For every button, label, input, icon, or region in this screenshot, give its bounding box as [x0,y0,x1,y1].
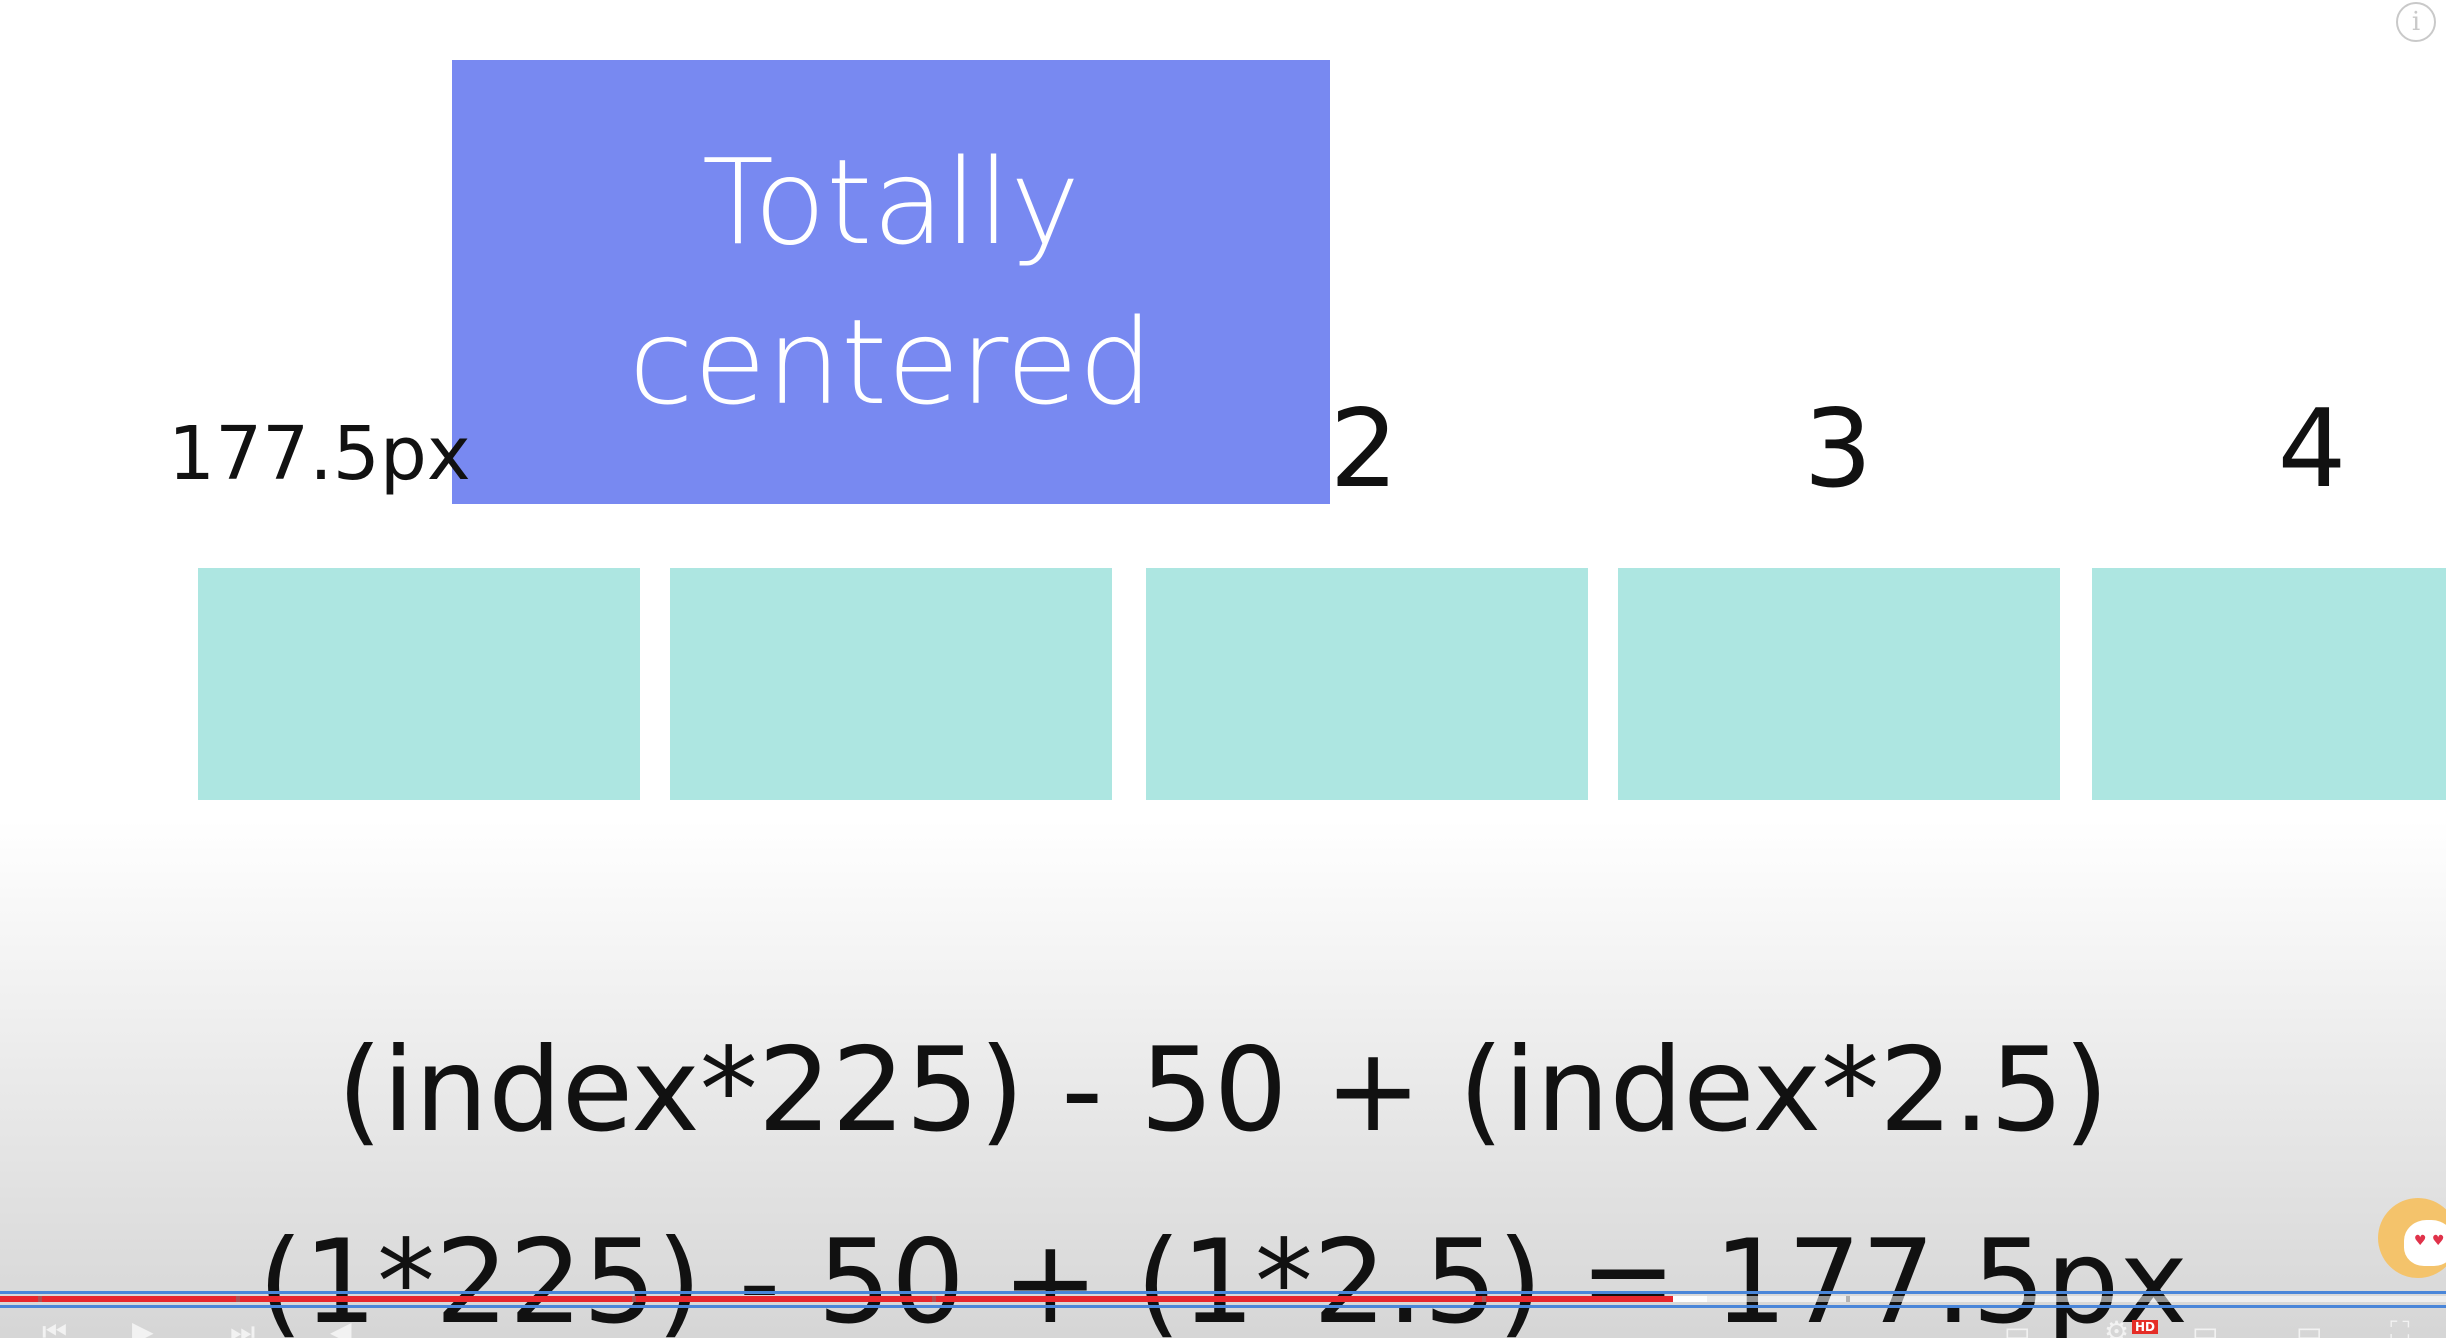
chapter-marker [1482,1296,1486,1302]
grid-cell [1146,568,1588,800]
hero-line-2: centered [628,293,1154,431]
cat-face-icon: ♥ ♥ [2404,1220,2446,1266]
grid-cell [2092,568,2446,800]
chapter-marker [632,1296,636,1302]
next-icon[interactable]: ⏭ [230,1315,256,1338]
bottom-gradient [0,820,2446,1338]
player-controls: ⏮ ▶ ⏭ ◀ ▭ ⚙ ▭ ▭ ⛶ [0,1312,2446,1338]
progress-bar[interactable] [0,1296,2446,1302]
fullscreen-icon[interactable]: ⛶ [2390,1315,2410,1338]
theater-icon[interactable]: ▭ [2296,1315,2323,1338]
grid-cell [198,568,640,800]
heart-eye-icon: ♥ [2432,1233,2445,1249]
offset-label: 177.5px [168,411,471,497]
formula-example: (1*225) - 50 + (1*2.5) = 177.5px [258,1215,2188,1338]
index-label-2: 2 [1329,387,1399,512]
volume-icon[interactable]: ◀ [330,1315,352,1338]
grid-cell [670,568,1112,800]
subtitles-icon[interactable]: ▭ [2004,1315,2031,1338]
chapter-marker [932,1296,936,1302]
totally-centered-box: Totally centered [452,60,1330,504]
index-label-3: 3 [1803,387,1873,512]
grid-cell [1618,568,2060,800]
progress-played [0,1296,1673,1302]
heart-eye-icon: ♥ [2414,1233,2427,1249]
hd-badge: HD [2132,1320,2159,1334]
miniplayer-icon[interactable]: ▭ [2192,1315,2219,1338]
player-edge-line [0,1305,2446,1308]
index-label-4: 4 [2277,387,2347,512]
player-edge-line [0,1291,2446,1294]
chapter-marker [38,1296,42,1302]
hero-line-1: Totally [701,133,1081,271]
formula-general: (index*225) - 50 + (index*2.5) [337,1023,2109,1158]
settings-icon[interactable]: ⚙ [2104,1315,2130,1338]
chapter-marker [1846,1296,1850,1302]
info-icon[interactable]: i [2396,2,2436,42]
channel-avatar-icon[interactable]: ♥ ♥ [2378,1198,2446,1278]
play-icon[interactable]: ▶ [132,1315,154,1338]
chapter-marker [236,1296,240,1302]
previous-icon[interactable]: ⏮ [42,1315,68,1338]
